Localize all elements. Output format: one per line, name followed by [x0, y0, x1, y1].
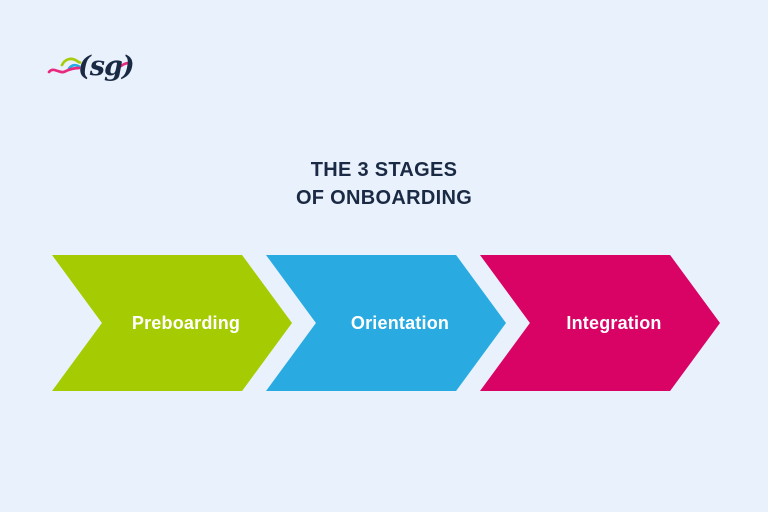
stage-label-orientation: Orientation — [350, 312, 450, 333]
logo-pink-dash-icon — [119, 61, 133, 68]
sg-logo: (sg) — [47, 51, 135, 82]
logo-green-wave-icon — [60, 57, 82, 67]
stage-chevron-orientation: Orientation — [266, 255, 506, 391]
stage-chevron-preboarding: Preboarding — [52, 255, 292, 391]
logo-text: (sg) — [78, 51, 134, 82]
page-title: THE 3 STAGES OF ONBOARDING — [0, 156, 768, 212]
stage-chevron-integration: Integration — [480, 255, 720, 391]
stage-label-integration: Integration — [566, 312, 662, 333]
logo-pink-wave-icon — [47, 66, 81, 74]
page-title-line-2: OF ONBOARDING — [295, 187, 473, 209]
logo-blue-wave-icon — [67, 63, 81, 70]
stage-label-preboarding: Preboarding — [131, 312, 241, 333]
page-title-line-1: THE 3 STAGES — [310, 159, 458, 181]
